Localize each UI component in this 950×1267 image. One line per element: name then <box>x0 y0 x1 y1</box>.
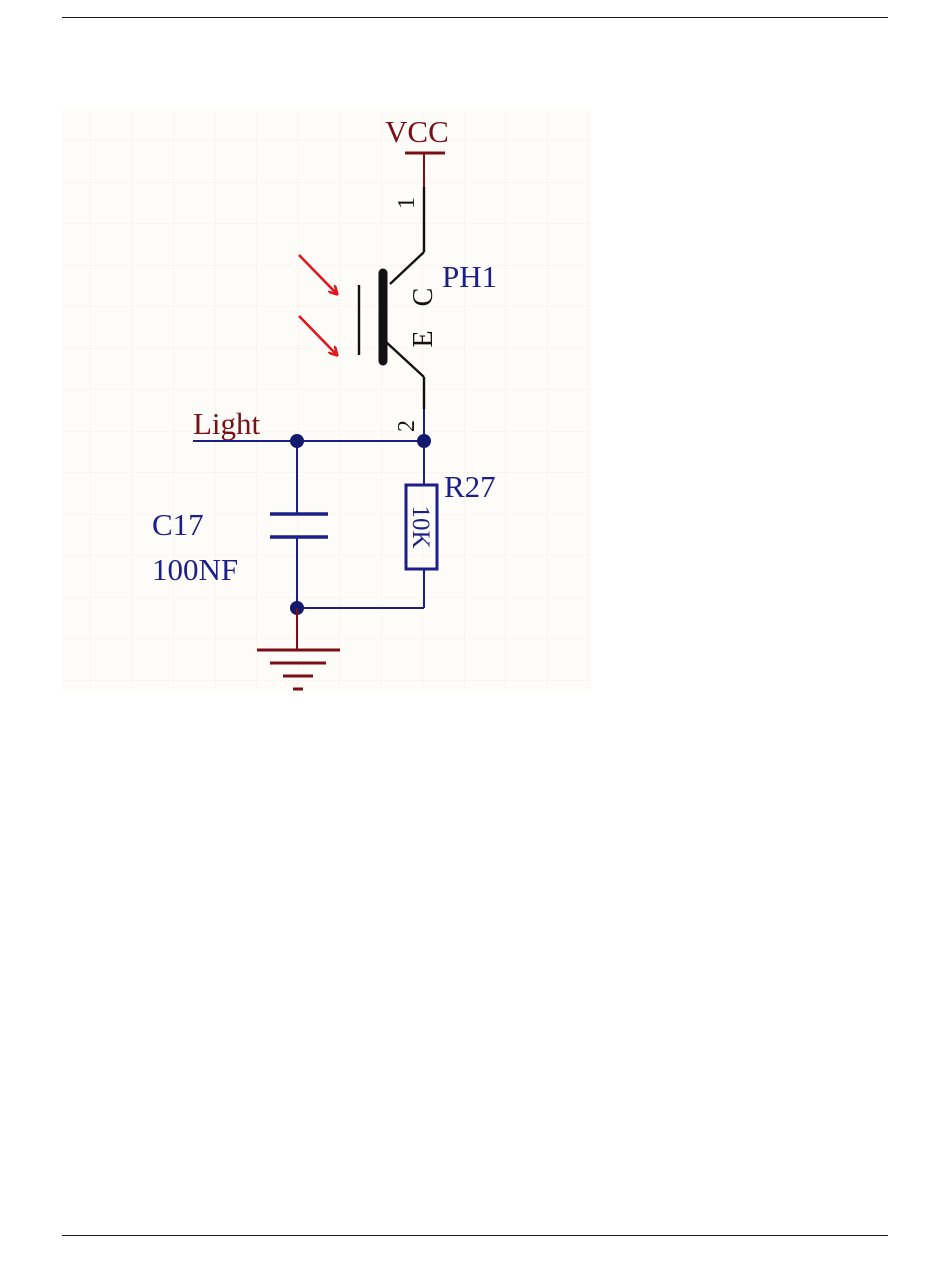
phototransistor-schematic: VCC 1 C E 2 PH1 Light C17 100NF 10K R27 <box>62 109 592 691</box>
footer-rule <box>62 1235 888 1236</box>
capacitor-designator: C17 <box>152 507 204 542</box>
resistor-value: 10K <box>407 505 434 548</box>
pin1-number: 1 <box>394 197 420 209</box>
header-rule <box>62 17 888 18</box>
capacitor-value: 100NF <box>152 552 238 587</box>
vcc-net-label: VCC <box>385 114 449 149</box>
emitter-label: E <box>408 330 439 347</box>
light-net-label: Light <box>193 406 261 441</box>
junction-dot <box>290 434 304 448</box>
resistor-designator: R27 <box>444 469 496 504</box>
junction-dot <box>417 434 431 448</box>
collector-label: C <box>408 288 439 307</box>
sheet-grid <box>62 109 592 691</box>
pin2-number: 2 <box>394 420 420 432</box>
phototransistor-designator: PH1 <box>442 259 497 294</box>
